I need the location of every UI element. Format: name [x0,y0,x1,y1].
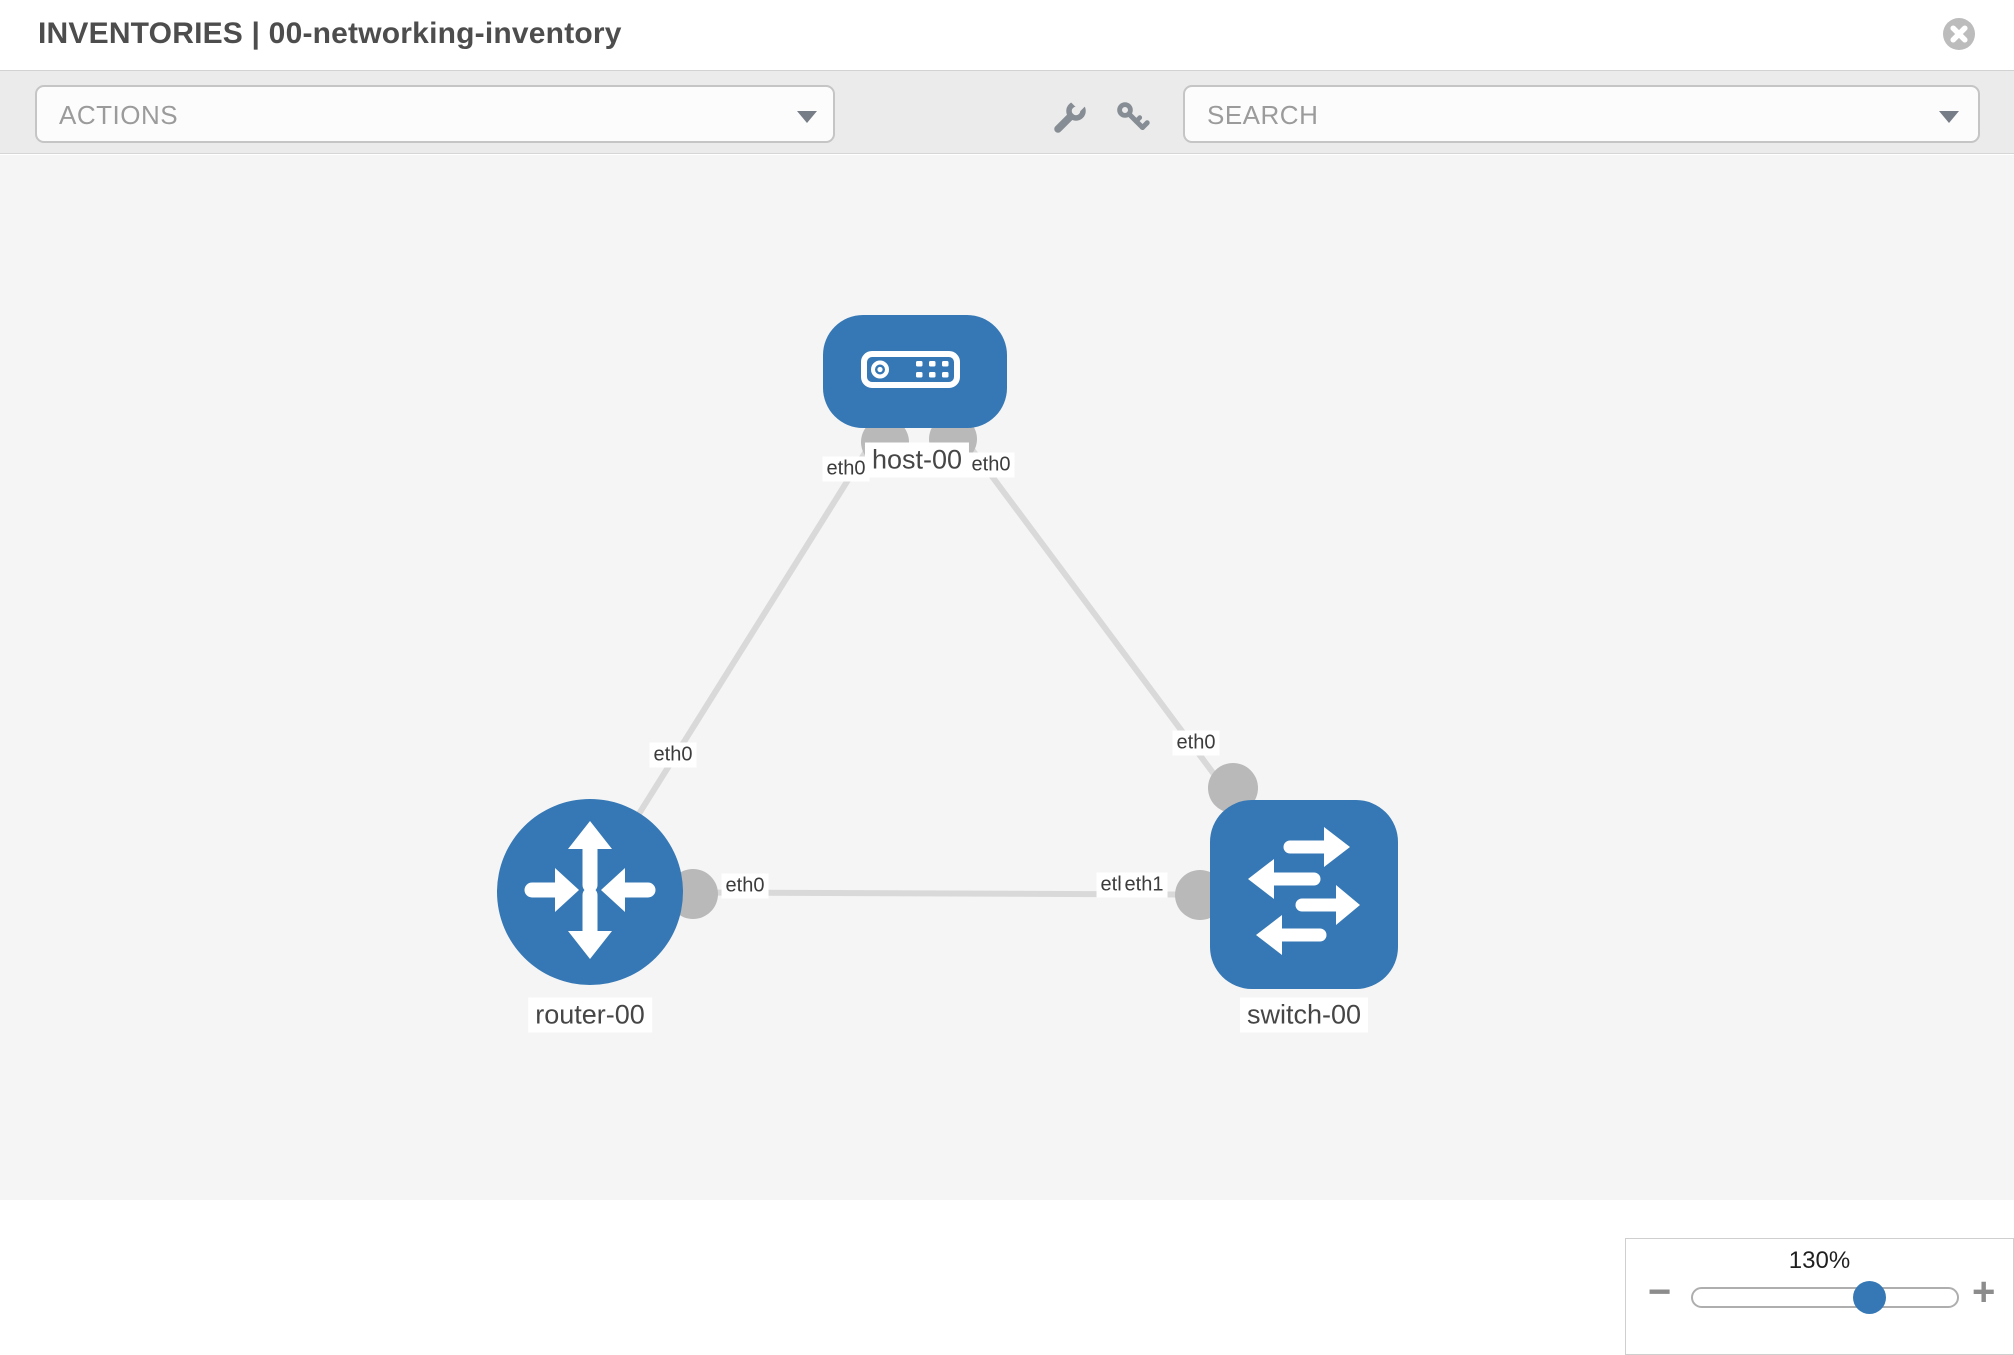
search-dropdown-label: SEARCH [1207,100,1319,130]
zoom-slider-thumb[interactable] [1853,1281,1886,1314]
search-dropdown[interactable]: SEARCH [1183,85,1980,143]
node-label-switch: switch-00 [1239,997,1369,1033]
breadcrumb-header: INVENTORIES | 00-networking-inventory [0,0,2014,70]
node-switch-00[interactable] [1210,800,1398,989]
zoom-slider[interactable] [1691,1281,1959,1314]
zoom-control-panel: 130% − + [1625,1238,2014,1355]
zoom-out-button[interactable]: − [1648,1270,1672,1314]
chevron-down-icon [797,111,817,123]
node-label-host: host-00 [864,442,970,478]
wrench-icon[interactable] [1050,93,1088,142]
node-router-00[interactable] [497,799,683,985]
server-icon [860,344,970,399]
topology-links-layer [587,371,1307,920]
iface-label-switch-to-router: eth1 [1120,872,1168,898]
node-label-router: router-00 [528,997,652,1033]
actions-dropdown[interactable]: ACTIONS [35,85,835,143]
zoom-in-button[interactable]: + [1972,1270,1996,1314]
page-title: INVENTORIES | 00-networking-inventory [38,17,622,50]
iface-label-router-to-host: eth0 [649,742,697,768]
close-icon[interactable] [1942,17,1976,51]
chevron-down-icon [1939,111,1959,123]
actions-dropdown-label: ACTIONS [59,100,179,130]
node-host-00[interactable] [823,315,1007,428]
iface-label-host-to-router: eth0 [822,456,870,482]
iface-label-host-to-switch: eth0 [967,452,1015,478]
key-icon[interactable] [1114,99,1152,142]
router-arrows-icon [497,797,683,988]
toolbar: ACTIONS SEARCH [0,70,2014,154]
zoom-level-readout: 130% [1788,1247,1851,1274]
switch-arrows-icon [1210,798,1398,992]
iface-label-router-to-switch: eth0 [721,873,769,899]
iface-label-switch-to-host: eth0 [1172,730,1220,756]
topology-canvas[interactable]: host-00 router-00 switch-00 eth0 eth0 et… [0,155,2014,1355]
